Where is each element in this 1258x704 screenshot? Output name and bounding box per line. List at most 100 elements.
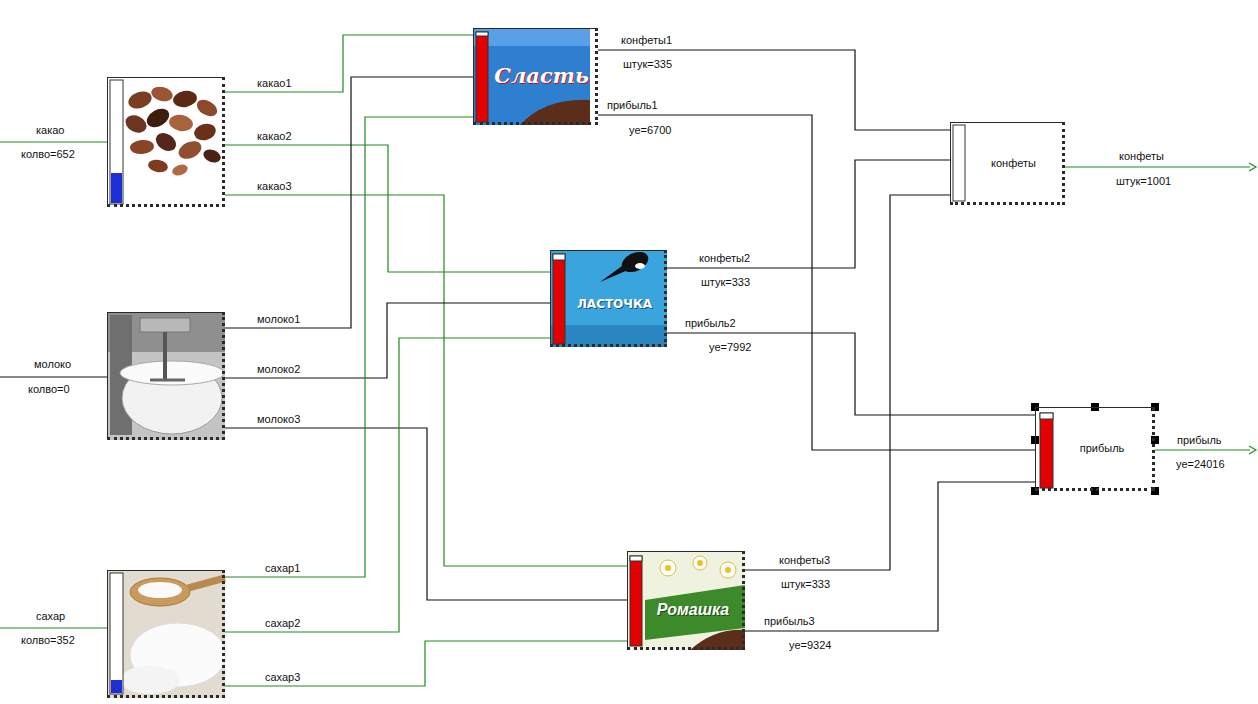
chamomile-flower [725,567,731,573]
connector-label: прибыль2 [684,317,737,330]
chamomile-flower [660,560,676,576]
candy-wrapper [627,551,745,650]
flow-connector [667,333,1035,415]
connector-label: какао3 [256,180,293,193]
flow-connector [667,160,950,268]
input-name: сахар [35,610,66,623]
mixer-arm [150,379,185,382]
cocoa-bean [144,105,173,131]
output-value: уе=6700 [628,124,672,137]
input-value: колво=0 [27,383,71,396]
connector-label: молоко1 [256,313,301,326]
swallow-bird [600,266,628,282]
input-line [0,376,107,377]
cocoa-bean [129,139,154,155]
level-bar [630,556,642,561]
level-bar [110,573,123,694]
output-name: конфеты [1118,150,1165,163]
input-line [0,141,107,142]
flow-connector [225,35,473,92]
chocolate [690,630,745,650]
cocoa-bean [123,112,150,136]
node-text: Сласть [494,63,589,88]
chamomile-flower [665,565,671,571]
output-value: штук=333 [780,578,831,591]
connector-label: прибыль3 [763,615,816,628]
sum-box: конфеты [950,122,1065,205]
level-bar [1040,413,1053,419]
output-value: уе=9324 [788,639,832,652]
connector-label: сахар1 [264,562,301,575]
sugar-in-spoon [138,582,182,598]
profit-box: прибыль [1035,407,1155,491]
flow-connector [225,641,627,686]
input-name: молоко [33,358,72,371]
input-name: какао [35,124,65,137]
cocoa-bean [150,84,175,103]
candy-wrapper [550,325,667,347]
product-box: Ромашка [627,551,745,650]
output-value: штук=1001 [1115,175,1172,188]
node-text: ЛАСТОЧКА [577,297,652,311]
flow-connector [225,145,550,272]
resource-box [107,77,225,207]
input-line [0,627,107,628]
cocoa-bean [171,163,189,178]
flow-connector [598,50,950,130]
flow-connector [225,303,550,378]
level-bar [553,254,565,344]
input-value: колво=652 [20,148,76,161]
node-text: прибыль [1080,442,1125,454]
level-bar [953,125,965,201]
candy-wrapper [473,28,590,125]
milk-machinery [140,318,190,332]
milk-picture [107,312,225,440]
flow-connector [225,77,473,328]
connector-label: сахар2 [264,617,301,630]
cocoa-bean [152,129,179,155]
connector-label: молоко3 [256,413,301,426]
level-bar [110,80,123,204]
output-arrowhead [1249,446,1256,454]
connector-label: конфеты3 [778,554,831,567]
connector-label: сахар3 [264,671,301,684]
connector-label: прибыль1 [606,99,659,112]
level-bar [476,32,488,122]
connector-label: конфеты1 [620,34,673,47]
swallow-bird [635,263,645,269]
output-value: уе=24016 [1175,458,1226,471]
input-value: колво=352 [20,634,76,647]
flow-connector [745,195,950,570]
product-box: Сласть [473,28,598,125]
sugar-heap [120,666,180,694]
resource-box [107,312,225,440]
connector-label: конфеты2 [698,252,751,265]
level-fill [111,173,122,203]
level-bar [553,254,565,260]
mixer-shaft [163,332,167,380]
chamomile-flower [720,562,736,578]
output-arrowhead [1249,163,1256,171]
node-text: конфеты [991,157,1036,169]
cocoa-bean [172,89,198,109]
cocoa-bean [147,158,169,173]
candy-wrapper [473,28,590,46]
flow-connector [225,338,550,632]
level-bar [476,32,488,36]
flow-connector [225,428,627,600]
connector-label: молоко2 [256,363,301,376]
cocoa-bean [201,147,222,164]
connector-label: какао2 [256,130,293,143]
cocoa-bean [176,138,205,163]
cocoa-picture [107,77,225,207]
output-value: штук=335 [622,58,673,71]
output-line [1065,166,1250,167]
cocoa-bean [192,121,217,142]
chamomile-flower [693,556,707,570]
connector-label: какао1 [256,77,293,90]
cocoa-bean [126,88,154,111]
sugar-picture [107,570,225,698]
output-name: прибыль [1176,434,1223,447]
product-box: ЛАСТОЧКА [550,250,667,347]
